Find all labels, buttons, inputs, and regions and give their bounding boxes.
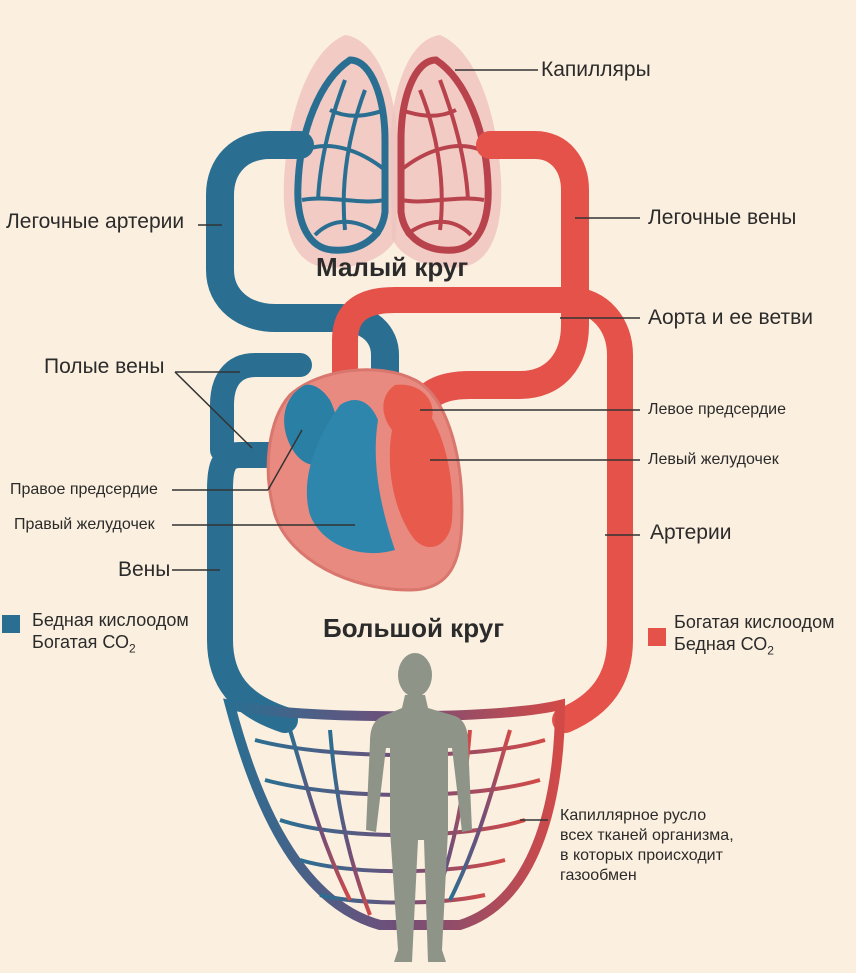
label-right-atrium: Правое предсердие [10,480,158,500]
capillary-note-line3: в которых происходит [560,846,734,866]
arterial-swatch [648,628,666,646]
capillary-note-line2: всех тканей организма, [560,826,734,846]
label-aorta: Аорта и ее ветви [648,306,813,330]
label-pulmonary-arteries: Легочные артерии [6,210,184,234]
legend-arterial: Богатая кислоодом Бедная СО2 [648,611,856,661]
legend-venous: Бедная кислоодом Богатая СО2 [2,609,222,659]
label-left-atrium: Левое предсердие [648,400,786,420]
label-right-ventricle: Правый желудочек [14,515,155,535]
venous-swatch [2,615,20,633]
legend-venous-line1: Бедная кислоодом [32,609,189,631]
label-pulmonary-veins: Легочные вены [648,206,796,230]
capillary-note-line1: Капиллярное русло [560,806,734,826]
legend-arterial-line1: Богатая кислоодом [674,611,835,633]
label-capillaries: Капилляры [541,58,651,82]
legend-venous-sub: 2 [129,642,136,656]
capillary-bed-note: Капиллярное русло всех тканей организма,… [560,806,734,886]
label-veins: Вены [118,558,170,582]
label-left-ventricle: Левый желудочек [648,450,779,470]
systemic-circuit-title: Большой круг [323,613,504,644]
label-vena-cava: Полые вены [44,355,164,379]
capillary-note-line4: газообмен [560,866,734,886]
human-silhouette-icon [366,653,472,962]
heart-icon [268,370,462,590]
legend-venous-line2: Богатая СО [32,632,129,652]
legend-arterial-line2: Бедная СО [674,634,767,654]
pulmonary-circuit-title: Малый круг [316,252,468,283]
legend-arterial-sub: 2 [767,644,774,658]
label-arteries: Артерии [650,521,731,545]
